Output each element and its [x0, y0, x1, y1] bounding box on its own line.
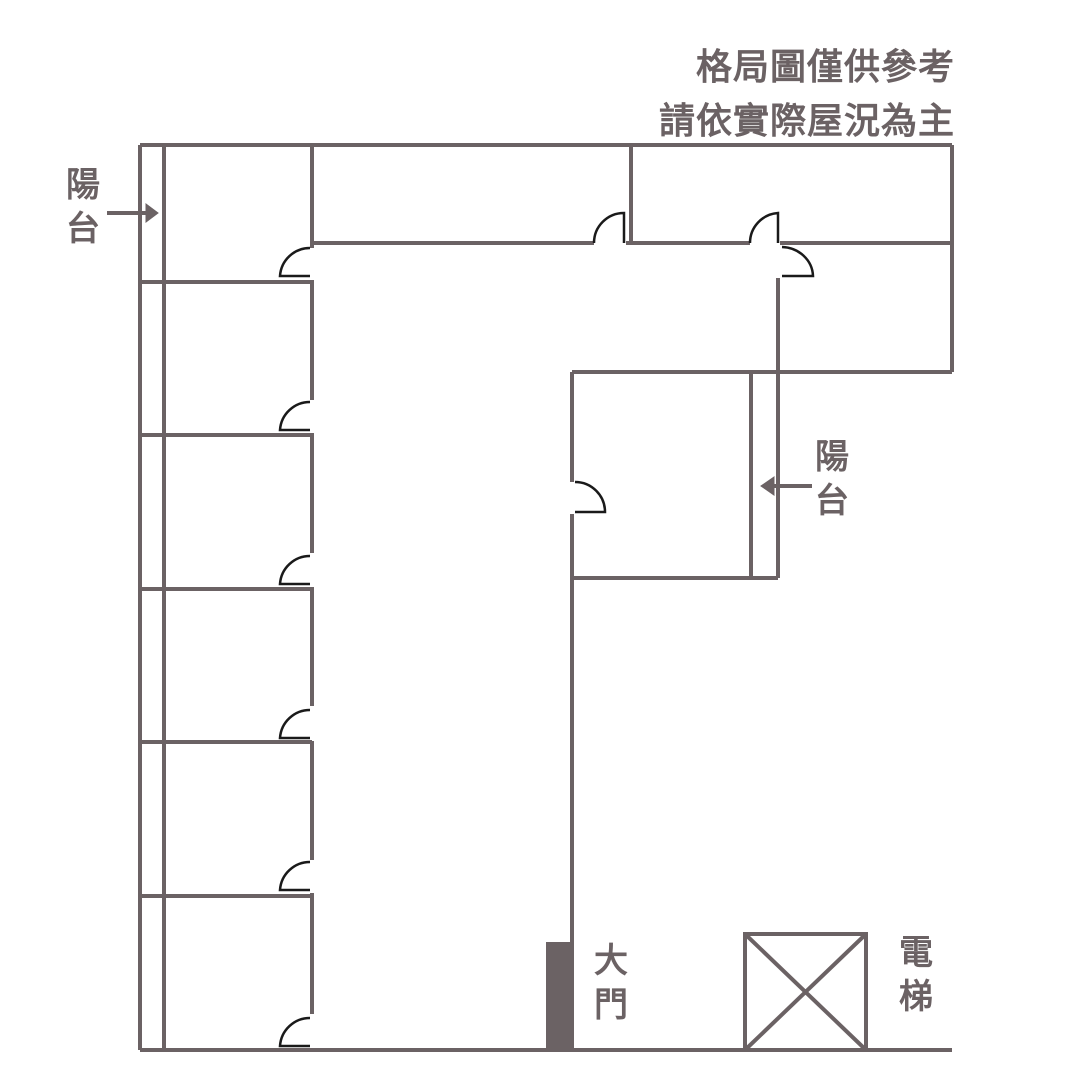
label-char: 陽	[815, 437, 849, 477]
door-icon	[574, 480, 607, 514]
label-char: 台	[815, 481, 849, 521]
door-icon	[278, 708, 311, 740]
balcony-label-left: 陽 台	[63, 168, 103, 256]
door-icon	[278, 554, 311, 586]
label-char: 梯	[899, 977, 933, 1017]
doors	[278, 211, 815, 1048]
room-dividers	[140, 280, 312, 898]
label-char: 電	[899, 933, 933, 973]
elevator-label: 電 梯	[896, 936, 936, 1024]
notice-line-1: 格局圖僅供參考	[695, 47, 955, 88]
door-icon	[278, 246, 311, 278]
door-icon	[278, 1016, 311, 1048]
label-char: 陽	[66, 165, 100, 205]
door-icon	[592, 211, 626, 244]
notice-line-2: 請依實際屋況為主	[658, 101, 955, 142]
main-door-label: 大 門	[591, 944, 631, 1032]
door-icon	[781, 245, 815, 278]
walls	[138, 143, 954, 1052]
main-door-block	[546, 942, 574, 1050]
label-char: 大	[594, 941, 628, 981]
label-char: 門	[594, 985, 628, 1025]
label-char: 台	[66, 209, 100, 249]
elevator-icon	[743, 932, 868, 1052]
arrows	[107, 203, 812, 496]
balcony-label-right: 陽 台	[812, 440, 852, 528]
door-icon	[278, 400, 311, 432]
door-icon	[748, 211, 780, 244]
door-icon	[278, 860, 311, 892]
